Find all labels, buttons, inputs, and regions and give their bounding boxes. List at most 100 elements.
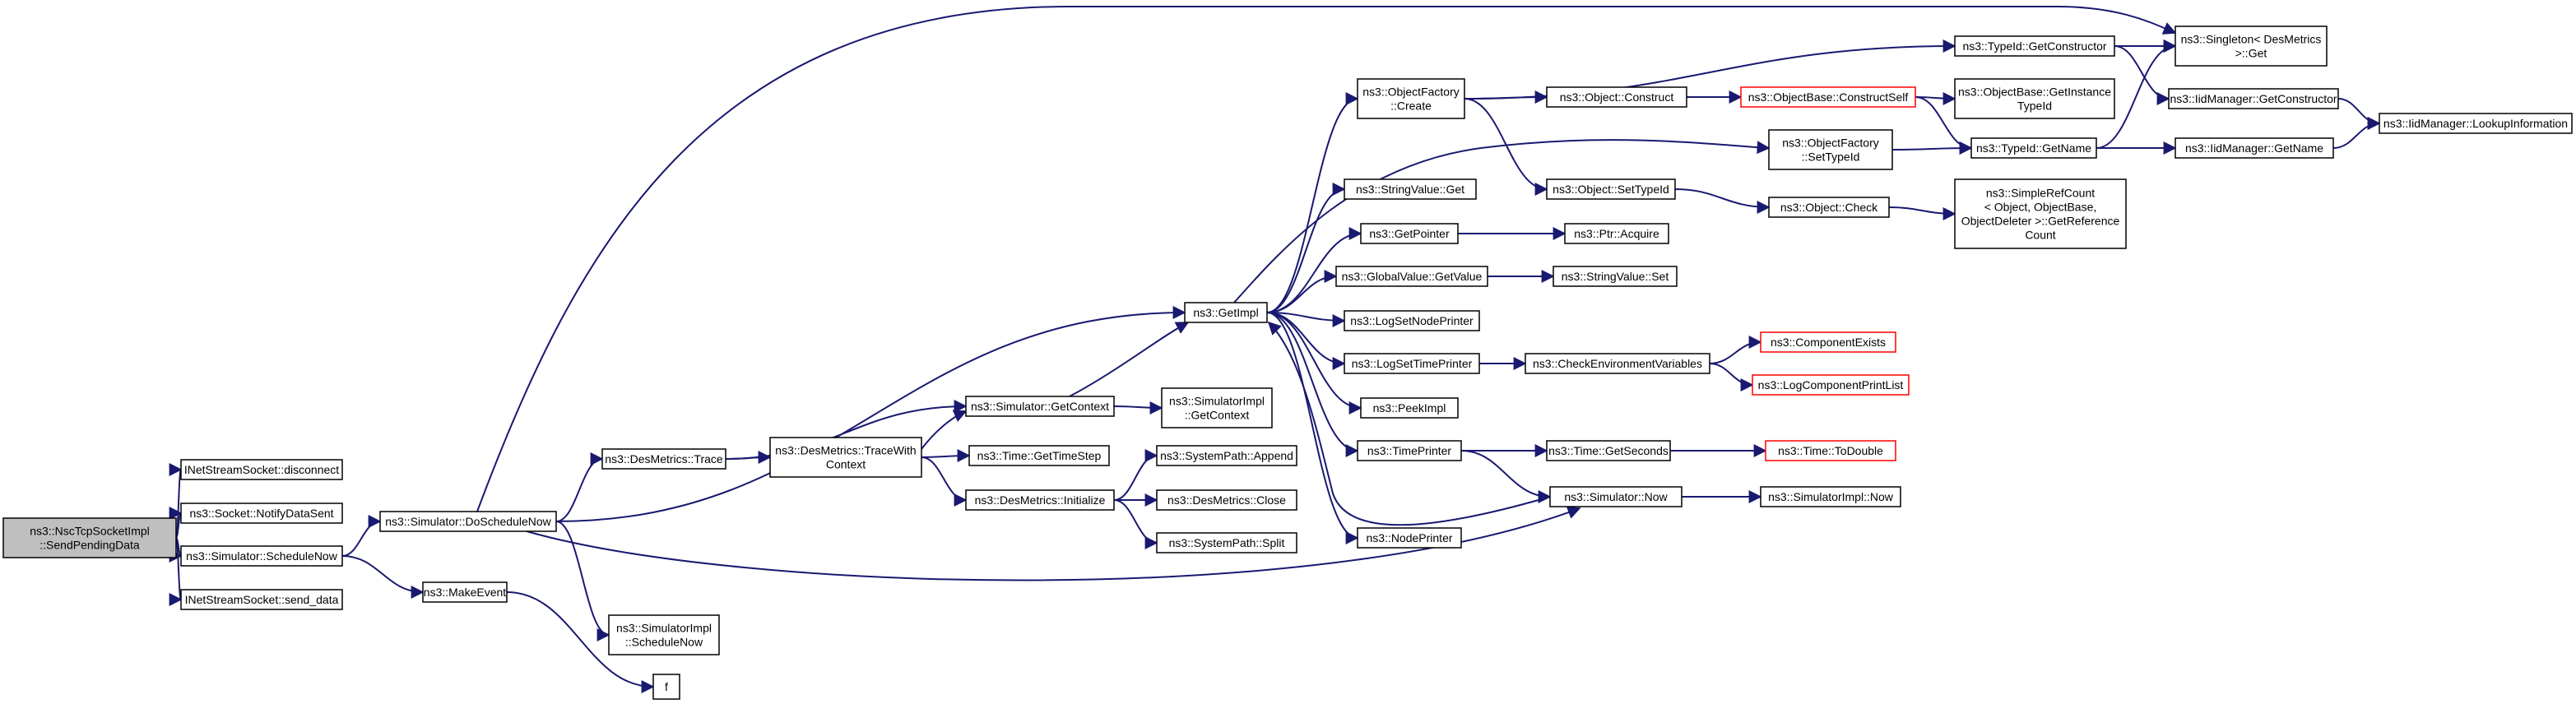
edge-desmetrics_tracewith-to-sim_getcontext [921,410,968,450]
node-root[interactable]: ns3::NscTcpSocketImpl::SendPendingData [2,517,177,558]
node-iidmanager_getname[interactable]: ns3::IidManager::GetName [2175,137,2334,159]
node-typeid_getname[interactable]: ns3::TypeId::GetName [1970,137,2097,159]
node-iidmanager_getconstructor[interactable]: ns3::IidManager::GetConstructor [2168,88,2339,109]
node-label: f [665,680,668,693]
node-ptr_acquire[interactable]: ns3::Ptr::Acquire [1564,223,1669,244]
edge-sim_getcontext-to-getimpl [1069,322,1190,397]
node-label: Context [826,458,866,471]
node-singleton_get[interactable]: ns3::Singleton< DesMetrics >::Get [2175,25,2328,67]
node-object_settypeid[interactable]: ns3::Object::SetTypeId [1546,178,1676,200]
node-box [965,396,1115,417]
node-label: ns3::GetPointer [1369,227,1450,240]
node-object_construct[interactable]: ns3::Object::Construct [1546,86,1687,108]
node-label: ns3::LogComponentPrintList [1758,378,1904,391]
edge-getimpl-to-stringvalue_get [1266,183,1346,313]
node-time_todouble[interactable]: ns3::Time::ToDouble [1765,440,1896,461]
node-getpointer[interactable]: ns3::GetPointer [1360,223,1459,244]
node-syspath_append[interactable]: ns3::SystemPath::Append [1156,445,1297,466]
node-time_getseconds[interactable]: ns3::Time::GetSeconds [1546,440,1671,461]
node-simimpl_now[interactable]: ns3::SimulatorImpl::Now [1760,486,1901,507]
node-label: ns3::Time::GetSeconds [1548,444,1669,457]
node-desmetrics_trace[interactable]: ns3::DesMetrics::Trace [601,448,726,470]
edge-sim_getcontext-to-simimpl_getcontext [1113,401,1163,415]
node-label: < Object, ObjectBase, [1984,201,2097,214]
node-label: ns3::IidManager::GetConstructor [2170,92,2337,105]
node-label: ns3::DesMetrics::Initialize [975,493,1106,507]
node-label: ns3::NscTcpSocketImpl [30,525,150,538]
node-box [1760,331,1896,353]
node-box [180,503,343,524]
node-label: ns3::SimpleRefCount [1986,187,2095,200]
node-objbase_constructself[interactable]: ns3::ObjectBase::ConstructSelf [1740,86,1916,108]
node-logsetnodeprinter[interactable]: ns3::LogSetNodePrinter [1344,310,1480,331]
edge-getimpl-to-timeprinter [1266,312,1359,457]
node-inet_send[interactable]: INetStreamSocket::send_data [180,589,343,610]
node-box [1564,223,1669,244]
node-sim_getcontext[interactable]: ns3::Simulator::GetContext [965,396,1115,417]
node-label: ns3::SimulatorImpl::Now [1768,490,1894,503]
node-box [1156,489,1297,511]
node-objfactory_create[interactable]: ns3::ObjectFactory::Create [1357,78,1465,119]
node-label: ::SendPendingData [39,539,140,552]
node-f[interactable]: f [652,674,680,700]
edge-iidmanager_getconstructor-to-iidmanager_lookup [2337,98,2381,130]
node-label: ns3::Time::GetTimeStep [977,449,1102,462]
nodes-layer: ns3::NscTcpSocketImpl::SendPendingDataIN… [2,25,2573,700]
edge-sim_schedulenow-to-makeevent [341,555,425,599]
node-box [1161,387,1273,428]
node-label: ns3::Socket::NotifyDataSent [189,507,333,520]
node-inet_disconnect[interactable]: INetStreamSocket::disconnect [180,459,343,480]
node-timeprinter[interactable]: ns3::TimePrinter [1357,440,1462,461]
node-componentexists[interactable]: ns3::ComponentExists [1760,331,1896,353]
node-sim_doschedule[interactable]: ns3::Simulator::DoScheduleNow [379,511,557,532]
node-logsettimeprinter[interactable]: ns3::LogSetTimePrinter [1344,353,1480,374]
node-box [968,445,1110,466]
node-socket_notify[interactable]: ns3::Socket::NotifyDataSent [180,503,343,524]
edge-objfactory_settypeid-to-typeid_getname [1891,141,1973,155]
node-syspath_split[interactable]: ns3::SystemPath::Split [1156,532,1297,553]
node-time_gettimestep[interactable]: ns3::Time::GetTimeStep [968,445,1110,466]
node-label: ns3::PeekImpl [1373,401,1446,415]
node-stringvalue_set[interactable]: ns3::StringValue::Set [1553,266,1678,287]
node-label: ::ScheduleNow [625,636,703,649]
node-box [1549,486,1683,507]
edge-getimpl-to-objfactory_settypeid [1233,139,1771,303]
node-simimpl_getcontext[interactable]: ns3::SimulatorImpl::GetContext [1161,387,1273,428]
node-makeevent[interactable]: ns3::MakeEvent [422,581,508,603]
node-simplerefcount[interactable]: ns3::SimpleRefCount< Object, ObjectBase,… [1954,178,2127,249]
node-label: ns3::CheckEnvironmentVariables [1533,357,1702,370]
edge-checkenv-to-logcomponentprintlist [1709,363,1754,391]
node-label: TypeId [2017,100,2052,113]
node-label: ns3::SystemPath::Append [1160,449,1293,462]
node-sim_schedulenow[interactable]: ns3::Simulator::ScheduleNow [180,545,343,567]
node-label: ns3::DesMetrics::Trace [605,452,723,465]
edge-typeid_getname-to-singleton_get [2096,39,2177,149]
node-stringvalue_get[interactable]: ns3::StringValue::Get [1344,178,1477,200]
node-desmetrics_close[interactable]: ns3::DesMetrics::Close [1156,489,1297,511]
node-logcomponentprintlist[interactable]: ns3::LogComponentPrintList [1752,374,1910,396]
node-sim_now[interactable]: ns3::Simulator::Now [1549,486,1683,507]
node-box [1546,86,1687,108]
node-getimpl[interactable]: ns3::GetImpl [1184,302,1268,323]
node-typeid_getconstructor[interactable]: ns3::TypeId::GetConstructor [1954,35,2115,57]
node-desmetrics_init[interactable]: ns3::DesMetrics::Initialize [965,489,1115,511]
node-label: ns3::SimulatorImpl [616,622,712,635]
node-simimpl_schedulenow[interactable]: ns3::SimulatorImpl::ScheduleNow [608,614,720,655]
node-nodeprinter[interactable]: ns3::NodePrinter [1357,527,1462,549]
node-peekimpl[interactable]: ns3::PeekImpl [1360,397,1459,419]
node-box [1357,527,1462,549]
node-label: INetStreamSocket::send_data [185,593,339,606]
node-globalvalue_getvalue[interactable]: ns3::GlobalValue::GetValue [1335,266,1488,287]
node-iidmanager_lookup[interactable]: ns3::IidManager::LookupInformation [2379,113,2573,134]
node-objfactory_settypeid[interactable]: ns3::ObjectFactory::SetTypeId [1768,129,1893,170]
node-label: ns3::MakeEvent [424,586,506,599]
node-label: ns3::TimePrinter [1367,444,1452,457]
node-box [1768,197,1890,218]
node-object_check[interactable]: ns3::Object::Check [1768,197,1890,218]
node-checkenv[interactable]: ns3::CheckEnvironmentVariables [1525,353,1710,374]
node-label: ns3::ObjectFactory [1362,86,1460,99]
edge-getimpl-to-logsetnodeprinter [1266,312,1346,327]
